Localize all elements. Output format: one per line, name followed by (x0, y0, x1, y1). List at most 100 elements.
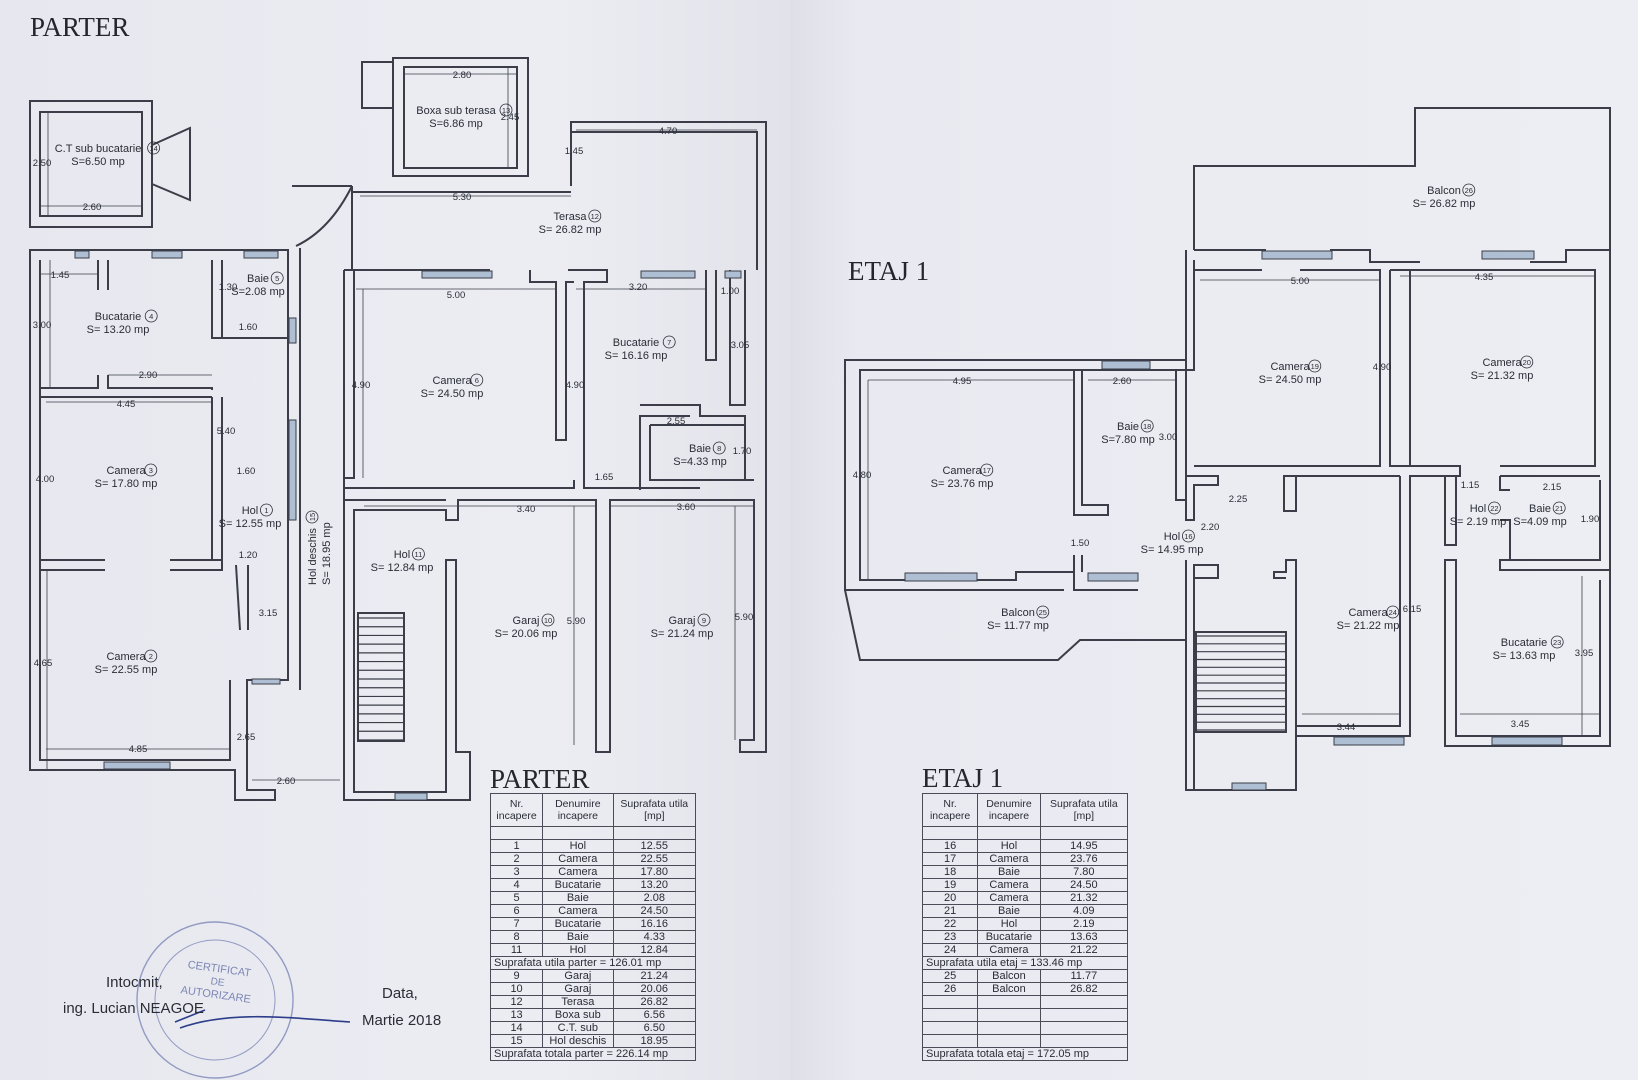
room-number: 13 (502, 106, 510, 115)
dim-label-e_225: 2.25 (1229, 494, 1248, 505)
table-cell: Hol deschis (542, 1034, 614, 1048)
room-number-circle (259, 503, 273, 517)
room-number: 7 (667, 338, 671, 347)
room-number: 6 (475, 376, 479, 385)
table-row: Suprafata totala parter = 226.14 mp (490, 1047, 696, 1061)
dim-label-d_470: 4.70 (659, 126, 678, 137)
table-cell (977, 1034, 1041, 1048)
dim-label-d_490a: 4.90 (352, 380, 371, 391)
dimension-lines (40, 67, 1600, 781)
dim-label-d_120: 1.20 (239, 550, 258, 561)
stamp-center-line-2: DE (210, 976, 226, 989)
table-cell: Hol (977, 917, 1041, 931)
room-area: S= 12.55 mp (219, 518, 282, 530)
table-cell: 21.22 (1039, 943, 1129, 957)
table-cell: 20.06 (612, 982, 697, 996)
room-area: S= 13.20 mp (87, 324, 150, 336)
table-cell: 18 (921, 865, 979, 879)
room-name: Hol deschis (307, 528, 319, 585)
room-area: S= 13.63 mp (1493, 650, 1556, 662)
table-cell (1039, 826, 1129, 840)
table-cell: 26 (921, 982, 979, 996)
room-name: Baie (247, 273, 269, 285)
room-name: Hol (394, 549, 411, 561)
table-cell: Suprafata totala etaj = 172.05 mp (922, 1047, 1128, 1061)
dim-label-d_260b: 2.60 (277, 776, 296, 787)
table-cell: Suprafata utila etaj = 133.46 mp (922, 956, 1128, 970)
dim-label-d_400: 4.00 (36, 474, 55, 485)
dim-label-e_615: 6.15 (1403, 604, 1422, 615)
room-area: S= 2.19 mp (1450, 516, 1507, 528)
table-cell: Camera (977, 943, 1041, 957)
table-cell: 26.82 (612, 995, 697, 1009)
etaj-title: ETAJ 1 (848, 256, 929, 286)
room-area: S=6.86 mp (429, 118, 483, 130)
parter-windows (74, 250, 742, 801)
room-number: 9 (702, 616, 706, 625)
room-number-circle (411, 547, 425, 561)
etaj-stairs (1196, 635, 1286, 731)
room-number-circle (1552, 501, 1566, 515)
room-number-circle (662, 335, 676, 349)
room-number-circle (1140, 419, 1154, 433)
room-name: Camera (1348, 607, 1388, 619)
room-area: S= 17.80 mp (95, 478, 158, 490)
dim-label-e_500: 5.00 (1291, 276, 1310, 287)
table-cell: 19 (921, 878, 979, 892)
dim-label-d_540: 5.40 (217, 426, 236, 437)
dim-label-d_360: 3.60 (677, 502, 696, 513)
room-name: Camera (1482, 357, 1522, 369)
room-number-circle (1036, 605, 1050, 619)
room-name: Baie (1117, 421, 1139, 433)
room-name: Bucatarie (1501, 637, 1547, 649)
table-cell: Suprafata totala parter = 226.14 mp (490, 1047, 696, 1061)
room-area: S= 26.82 mp (539, 224, 602, 236)
table-cell: 23.76 (1039, 852, 1129, 866)
room-number-circle (1488, 501, 1501, 515)
dim-label-d_340: 3.40 (517, 504, 536, 515)
dim-label-d_315: 3.15 (259, 608, 278, 619)
room-number-circle (541, 613, 555, 627)
table-cell: Camera (542, 904, 614, 918)
table-cell: 13.63 (1039, 930, 1129, 944)
table-cell: 17 (921, 852, 979, 866)
table-cell: 6.56 (612, 1008, 697, 1022)
table-cell: 5 (489, 891, 544, 905)
dim-label-d_145b: 1.45 (565, 146, 584, 157)
room-area: S= 20.06 mp (495, 628, 558, 640)
table-cell: C.T. sub (542, 1021, 614, 1035)
table-cell: 6 (489, 904, 544, 918)
signature-scribble (174, 1009, 351, 1029)
room-area: S=6.50 mp (71, 156, 125, 168)
table-cell (977, 826, 1041, 840)
parter-table-title: PARTER (490, 764, 589, 794)
room-number-circle (144, 463, 158, 477)
table-cell: Terasa (542, 995, 614, 1009)
dim-label-e_115: 1.15 (1461, 480, 1480, 491)
dim-label-d_130: 1.30 (219, 282, 238, 293)
room-number: 21 (1555, 504, 1563, 513)
table-cell: 25 (921, 969, 979, 983)
dim-label-e_495: 4.95 (953, 376, 972, 387)
table-row (921, 1008, 1129, 1022)
room-number-circle (1308, 359, 1322, 373)
room-number-circle (270, 271, 284, 285)
room-number: 17 (983, 466, 991, 475)
table-cell (921, 826, 979, 840)
room-name: Balcon (1001, 607, 1035, 619)
table-cell: Camera (977, 891, 1041, 905)
